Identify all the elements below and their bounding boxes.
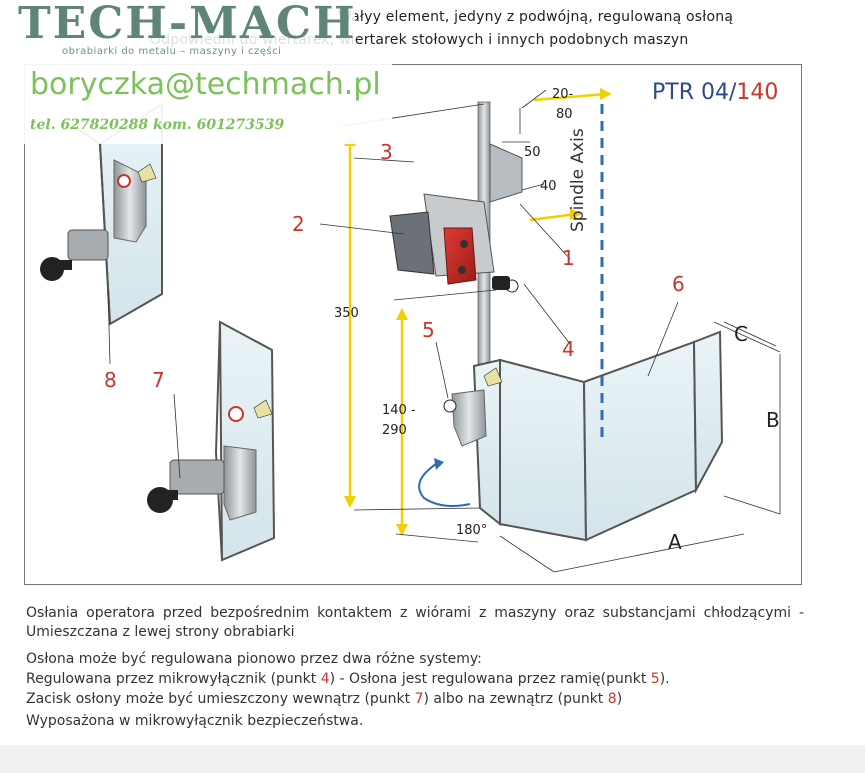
figure-frame — [24, 64, 802, 585]
prohibition-icon — [117, 174, 131, 188]
callout-3: 3 — [380, 140, 393, 164]
detail-inner-clamp — [147, 320, 276, 562]
dim-letter-c: C — [734, 322, 748, 346]
description-paragraph-3: Regulowana przez mikrowyłącznik (punkt 4… — [26, 670, 804, 689]
dimension-arrows — [344, 88, 612, 536]
description-paragraph-1: Osłania operatora przed bezpośrednim kon… — [26, 605, 804, 640]
p3-point-5: 5 — [650, 671, 660, 687]
p3-point-4: 4 — [320, 671, 330, 687]
detail-clamp-body-7 — [169, 459, 225, 495]
top-bracket — [489, 143, 523, 203]
bolt-icon — [458, 266, 466, 274]
contact-phone: tel. 627820288 kom. 601273539 — [30, 117, 285, 133]
p3-text-e: ). — [659, 671, 670, 687]
p3-text-a: Regulowana przez mikrowyłącznik (punkt — [26, 671, 321, 687]
p4-point-7: 7 — [414, 691, 424, 707]
detail-clamp-body-8 — [67, 229, 109, 261]
callout-4: 4 — [562, 337, 575, 361]
description-paragraph-2: Osłona może być regulowana pionowo przez… — [26, 651, 482, 667]
knob-stem-7 — [158, 490, 178, 500]
warning-icon — [137, 163, 157, 183]
rotation-arrow — [418, 463, 471, 507]
callout-5: 5 — [422, 318, 435, 342]
guard-middle-panel — [499, 358, 588, 542]
contact-backdrop — [24, 64, 392, 144]
dim-350: 350 — [334, 306, 359, 321]
dim-50: 50 — [524, 145, 541, 160]
p4-text-e: ) — [616, 691, 623, 707]
warning-icon — [253, 399, 273, 419]
description-paragraph-5: Wyposażona w mikrowyłącznik bezpieczeńst… — [26, 713, 364, 729]
guard-clamp-plate — [451, 389, 487, 447]
guard-diagram — [40, 88, 781, 573]
leader-lines — [107, 89, 781, 573]
guard-left-panel — [472, 358, 501, 527]
detail-outer-clamp — [40, 102, 163, 326]
callout-7: 7 — [152, 368, 165, 392]
guard-end-panel — [692, 330, 724, 494]
detail-glass-edge-7 — [214, 321, 223, 561]
knob-icon — [443, 399, 457, 413]
switch-housing — [389, 193, 495, 285]
knob-grip-4 — [492, 276, 510, 290]
callout-1: 1 — [562, 246, 575, 270]
model-suffix: 140 — [736, 80, 779, 105]
dim-20-80-bottom: 80 — [556, 107, 573, 122]
detail-plate-7 — [223, 445, 257, 521]
microswitch-box — [389, 211, 435, 275]
dim-290: 290 — [382, 423, 407, 438]
warning-icon — [483, 367, 503, 387]
header-line-1: Wałyy element, jedyny z podwójną, regulo… — [338, 9, 734, 25]
p3-text-c: ) - Osłona jest regulowana przez ramię(p… — [329, 671, 651, 687]
logo: TECH-MACH — [18, 0, 357, 49]
prohibition-icon — [228, 406, 244, 422]
model-prefix: PTR 04/ — [652, 80, 737, 105]
dim-140: 140 - — [382, 403, 416, 418]
model-label: PTR 04/140 — [652, 80, 778, 105]
spindle-axis-label: Spindle Axis — [568, 128, 588, 232]
p4-point-8: 8 — [607, 691, 617, 707]
footer-bar — [0, 745, 865, 773]
contact-email[interactable]: boryczka@techmach.pl — [30, 67, 381, 102]
dim-letter-a: A — [668, 530, 682, 554]
dim-20-80-top: 20- — [552, 87, 574, 102]
dim-letter-b: B — [766, 408, 780, 432]
description-paragraph-4: Zacisk osłony może być umieszczony wewną… — [26, 690, 804, 709]
callout-2: 2 — [292, 212, 305, 236]
bolt-icon — [460, 240, 468, 248]
logo-subtitle: obrabiarki do metalu – maszyny i części — [62, 46, 282, 57]
p4-text-c: ) albo na zewnątrz (punkt — [423, 691, 608, 707]
callout-6: 6 — [672, 272, 685, 296]
knob-stem-8 — [48, 260, 72, 270]
red-part — [443, 227, 477, 285]
logo-backdrop — [0, 0, 355, 62]
guard-right-panel — [582, 340, 698, 542]
p4-text-a: Zacisk osłony może być umieszczony wewną… — [26, 691, 415, 707]
callout-8: 8 — [104, 368, 117, 392]
rotation-arrow-head — [434, 458, 444, 470]
dim-180: 180° — [456, 523, 488, 538]
detail-glass-panel-7 — [218, 320, 276, 562]
dim-40: 40 — [540, 179, 557, 194]
main-guard — [443, 330, 724, 542]
